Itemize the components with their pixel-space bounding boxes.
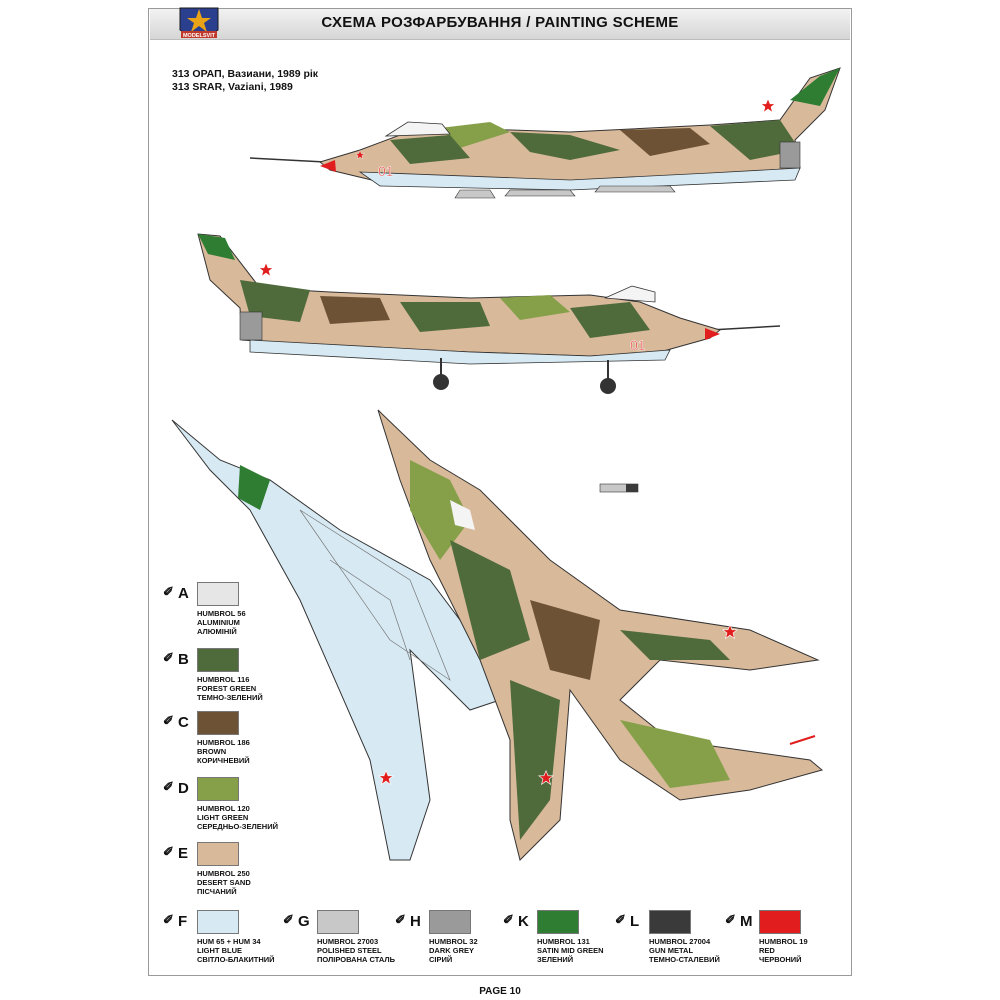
legend-code: L [630, 913, 640, 930]
legend-line: АЛЮМІНІЙ [197, 627, 237, 636]
legend-code: E [178, 845, 189, 862]
legend-line: HUMBROL 32 [429, 937, 478, 946]
legend-line: FOREST GREEN [197, 684, 257, 693]
part-detail [599, 483, 639, 493]
underside-view [171, 419, 501, 861]
legend-line: ТЕМНО-СТАЛЕВИЙ [649, 955, 720, 964]
legend-line: ЗЕЛЕНИЙ [537, 955, 574, 964]
color-swatch [429, 910, 471, 934]
brush-icon: ✐ [395, 912, 406, 927]
side-view-right: 01 [197, 233, 781, 394]
legend-line: СВІТЛО-БЛАКИТНИЙ [197, 955, 275, 964]
brush-icon: ✐ [163, 912, 174, 927]
color-swatch [197, 777, 239, 801]
page-title: СХЕМА РОЗФАРБУВАННЯ / PAINTING SCHEME [321, 14, 679, 31]
caption-line-ua: 313 ОРАП, Вазиани, 1989 рік [172, 68, 319, 80]
legend-line: ПОЛІРОВАНА СТАЛЬ [317, 955, 395, 964]
legend-code: F [178, 913, 188, 930]
legend-line: ЧЕРВОНИЙ [759, 955, 802, 964]
legend-line: HUMBROL 131 [537, 937, 590, 946]
brush-icon: ✐ [163, 779, 174, 794]
modelsvit-logo: MODELSVIT [179, 7, 219, 39]
legend-code: G [298, 913, 310, 930]
aircraft-drawings: 01 01 [171, 67, 841, 861]
side-view-left: 01 [249, 67, 841, 199]
legend-line: HUMBROL 186 [197, 738, 250, 747]
legend-code: M [740, 913, 753, 930]
page-frame [148, 8, 852, 976]
legend-line: HUM 65 + HUM 34 [197, 937, 261, 946]
color-swatch [759, 910, 801, 934]
color-swatch [197, 582, 239, 606]
legend-line: LIGHT BLUE [197, 946, 242, 955]
legend-line: HUMBROL 120 [197, 804, 250, 813]
legend-line: HUMBROL 116 [197, 675, 250, 684]
color-swatch [197, 910, 239, 934]
color-swatch [197, 711, 239, 735]
color-swatch [537, 910, 579, 934]
legend-line: HUMBROL 19 [759, 937, 808, 946]
top-view [377, 409, 824, 861]
legend-line: SATIN MID GREEN [537, 946, 604, 955]
legend-code: H [410, 913, 421, 930]
brush-icon: ✐ [163, 650, 174, 665]
tail-number-side-1: 01 [378, 163, 394, 179]
page-number: PAGE 10 [479, 986, 521, 997]
legend-line: DARK GREY [429, 946, 475, 955]
legend-line: СЕРЕДНЬО-ЗЕЛЕНИЙ [197, 822, 278, 831]
legend-code: B [178, 651, 189, 668]
legend-code: C [178, 714, 189, 731]
legend-line: HUMBROL 27003 [317, 937, 379, 946]
legend-code: D [178, 780, 189, 797]
header-bar [150, 9, 850, 40]
legend-line: HUMBROL 56 [197, 609, 246, 618]
brush-icon: ✐ [163, 584, 174, 599]
brush-icon: ✐ [503, 912, 514, 927]
legend-line: GUN METAL [649, 946, 694, 955]
legend-line: BROWN [197, 747, 227, 756]
legend-code: A [178, 585, 189, 602]
color-swatch [197, 842, 239, 866]
brush-icon: ✐ [163, 844, 174, 859]
brush-icon: ✐ [283, 912, 294, 927]
unit-caption: 313 ОРАП, Вазиани, 1989 рік 313 SRAR, Va… [172, 68, 318, 94]
legend-code: K [518, 913, 529, 930]
legend-line: HUMBROL 27004 [649, 937, 711, 946]
logo-text: MODELSVIT [183, 33, 216, 39]
tail-number-side-2: 01 [630, 337, 646, 353]
color-swatch [317, 910, 359, 934]
color-swatch [649, 910, 691, 934]
legend-line: LIGHT GREEN [197, 813, 249, 822]
legend-line: POLISHED STEEL [317, 946, 382, 955]
brush-icon: ✐ [163, 713, 174, 728]
legend-line: ПІСЧАНИЙ [197, 887, 237, 896]
caption-line-en: 313 SRAR, Vaziani, 1989 [172, 81, 293, 93]
legend-line: ALUMINIUM [197, 618, 240, 627]
legend-line: ТЕМНО-ЗЕЛЕНИЙ [197, 693, 263, 702]
legend-line: HUMBROL 250 [197, 869, 250, 878]
color-swatch [197, 648, 239, 672]
legend-line: RED [759, 946, 775, 955]
legend-line: СІРИЙ [429, 955, 453, 964]
brush-icon: ✐ [615, 912, 626, 927]
legend-line: DESERT SAND [197, 878, 251, 887]
brush-icon: ✐ [725, 912, 736, 927]
legend-line: КОРИЧНЕВИЙ [197, 756, 250, 765]
